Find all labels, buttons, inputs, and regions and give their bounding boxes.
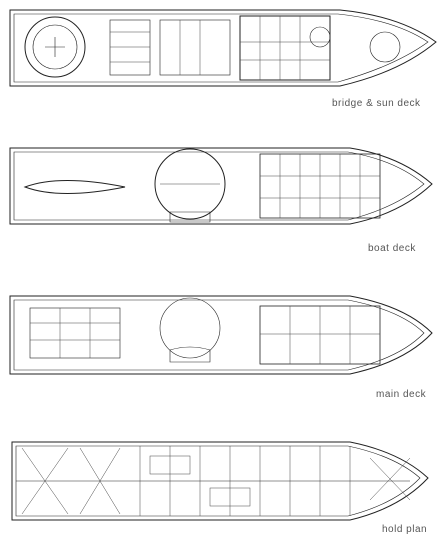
main-deck-plan: main deck <box>0 288 440 400</box>
rescue-boat <box>169 211 211 223</box>
bridge-sun-deck-plan: bridge & sun deck <box>0 2 440 109</box>
bridge-sun-deck-drawing <box>9 9 437 87</box>
boat-deck-label: boat deck <box>368 243 416 254</box>
main-deck-label: main deck <box>376 389 427 400</box>
hold-plan: hold plan <box>0 438 440 535</box>
main-deck-drawing <box>9 295 433 375</box>
tender-boat <box>23 180 126 194</box>
boat-deck-drawing <box>9 147 433 225</box>
helipad-circle <box>24 16 86 78</box>
hold-plan-drawing <box>11 441 429 521</box>
hull-outline <box>9 147 433 225</box>
hull-outline <box>11 441 429 521</box>
bridge-sun-deck-label: bridge & sun deck <box>332 98 421 109</box>
hold-plan-label: hold plan <box>382 524 428 535</box>
hull-outline <box>9 9 437 87</box>
deck-circle <box>154 148 226 220</box>
hull-outline <box>9 295 433 375</box>
boat-deck-plan: boat deck <box>0 142 440 254</box>
